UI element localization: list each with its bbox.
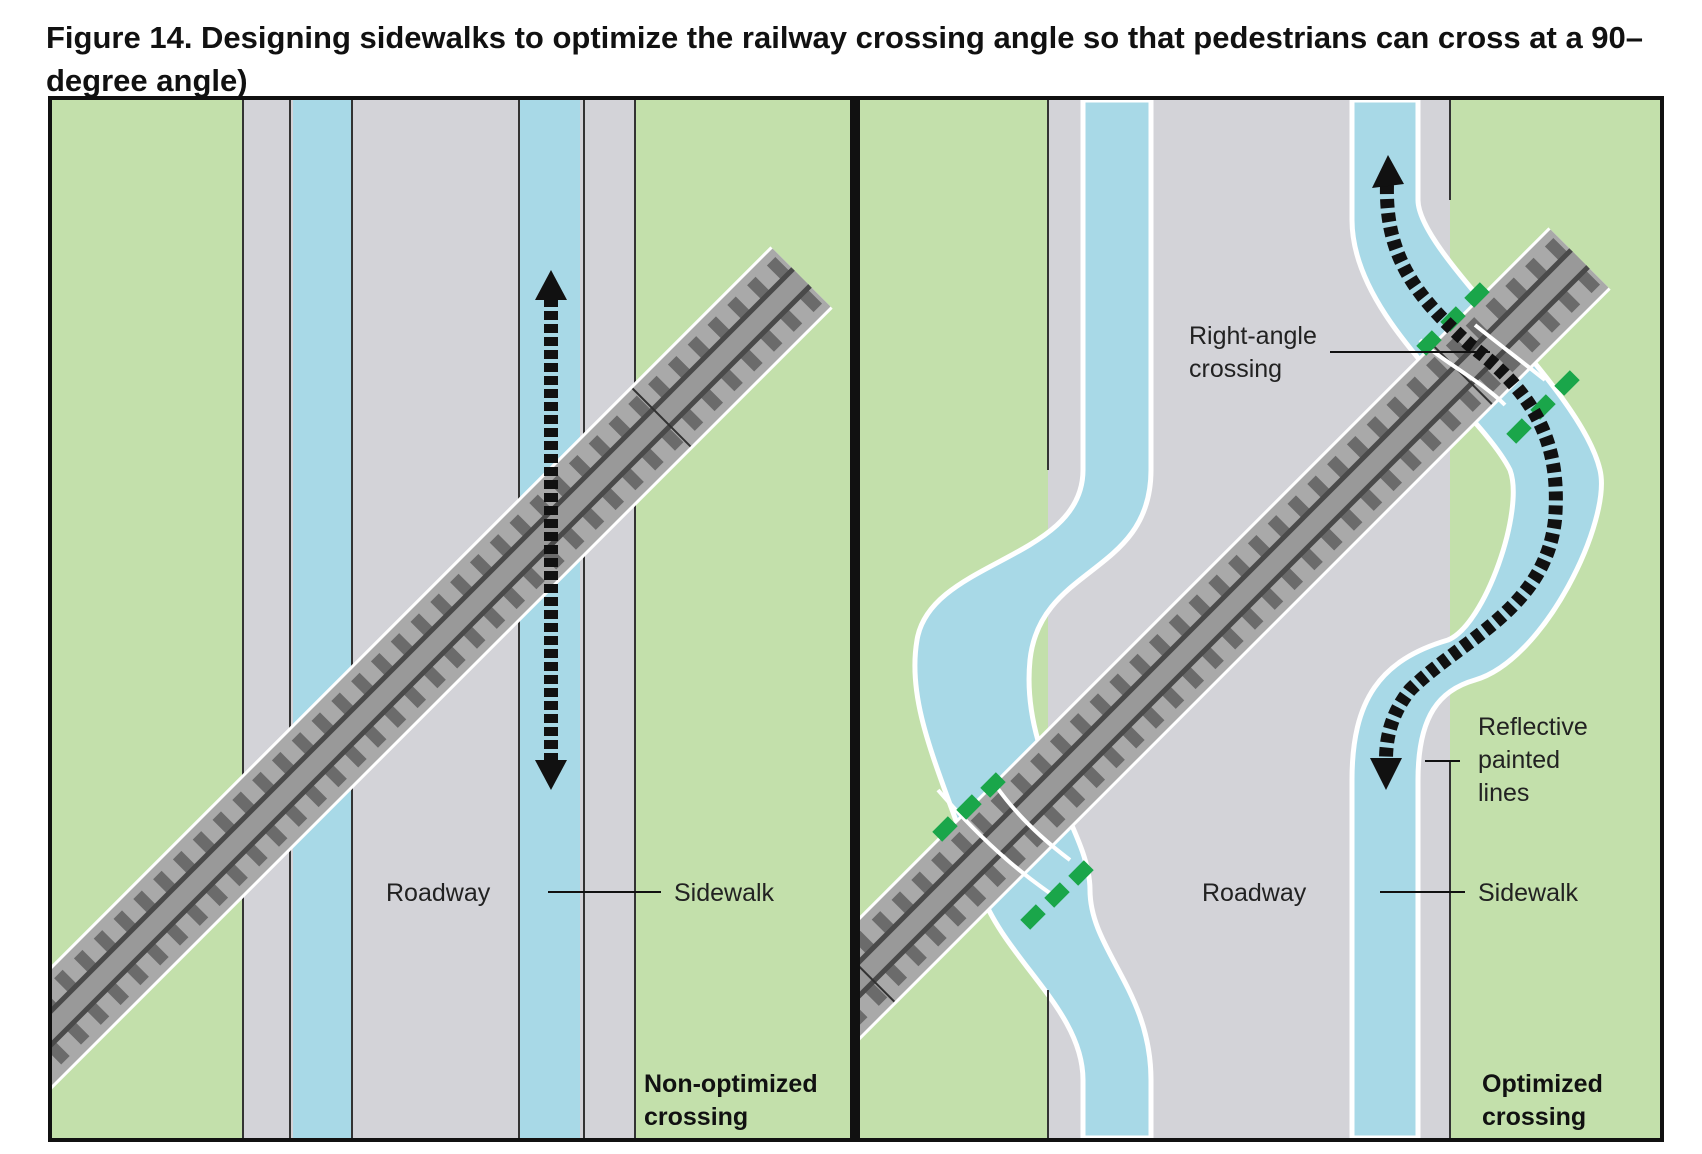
pedestrian-path-arrow: [535, 270, 567, 790]
sidewalk-right-curved: [1349, 100, 1604, 1138]
reflective-label-line-3: lines: [1478, 779, 1529, 807]
right-angle-label-line-1: Right-angle: [1189, 322, 1317, 350]
reflective-label-line-2: painted: [1478, 746, 1560, 774]
right-angle-label-line-2: crossing: [1189, 355, 1282, 383]
figure-caption: Figure 14. Designing sidewalks to optimi…: [46, 16, 1666, 102]
panel-title-line-1: Non-optimized: [644, 1070, 818, 1098]
roadway-label: Roadway: [1202, 879, 1307, 907]
panel-title-line-2: crossing: [644, 1103, 748, 1131]
sidewalk-label: Sidewalk: [674, 879, 775, 907]
caption-line-2: degree angle): [46, 63, 248, 98]
reflective-painted-lines: [932, 282, 1580, 930]
sidewalk-left: [293, 100, 352, 1138]
right-panel: Right-angle crossing Reflective painted …: [860, 100, 1660, 1138]
panel-title-line-2: crossing: [1482, 1103, 1586, 1131]
sidewalk-label: Sidewalk: [1478, 879, 1579, 907]
curb-lines: [242, 100, 636, 1138]
pedestrian-path-arrow: [1370, 155, 1563, 790]
reflective-label-line-1: Reflective: [1478, 713, 1588, 741]
left-panel: Roadway Sidewalk Non-optimized crossing: [52, 100, 850, 1138]
sidewalk-left-curved: [912, 100, 1154, 1138]
roadway-label: Roadway: [386, 879, 491, 907]
panel-divider: [850, 98, 860, 1140]
panel-title-line-1: Optimized: [1482, 1070, 1603, 1098]
caption-line-1: Figure 14. Designing sidewalks to optimi…: [46, 20, 1644, 55]
curb-lines: [1047, 100, 1451, 1138]
